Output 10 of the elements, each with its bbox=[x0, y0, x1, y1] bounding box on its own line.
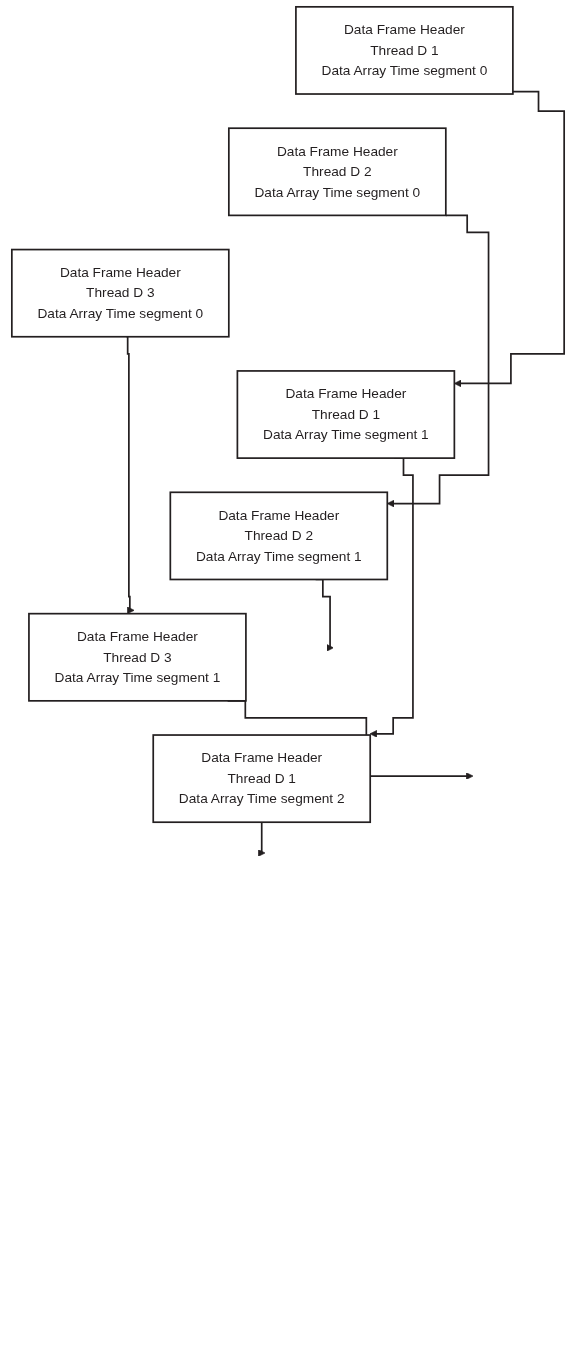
node-box: Data Frame Header Thread D 3 Data Array Time segment 0 bbox=[11, 248, 230, 338]
arrow bbox=[125, 335, 135, 615]
node-box: Data Frame Header Thread D 2 Data Array Time segment 1 bbox=[169, 491, 389, 581]
node-box: Data Frame Header Thread D 2 Data Array Time segment 0 bbox=[228, 127, 447, 217]
arrow bbox=[257, 821, 266, 857]
arrow bbox=[369, 457, 414, 738]
node-box: Data Frame Header Thread D 1 Data Array Time segment 2 bbox=[152, 734, 372, 824]
node-box: Data Frame Header Thread D 1 Data Array Time segment 0 bbox=[295, 6, 514, 95]
node-box: Data Frame Header Thread D 1 Data Array Time segment 1 bbox=[236, 370, 456, 459]
node-box: Data Frame Header Thread D 3 Data Array Time segment 1 bbox=[28, 612, 247, 702]
